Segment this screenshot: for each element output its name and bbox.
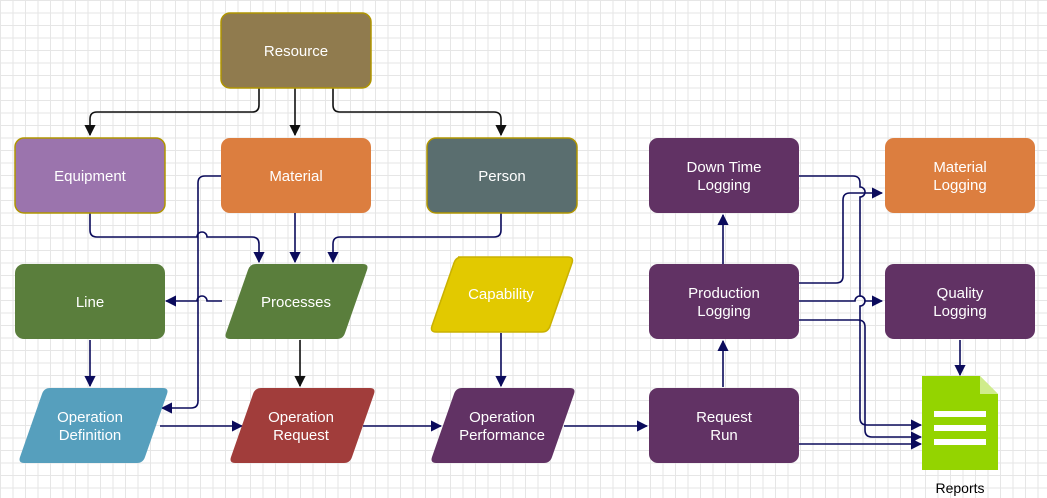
- production-logging-label-line2: Logging: [697, 303, 750, 320]
- down-time-logging-node[interactable]: Down Time Logging: [649, 138, 799, 213]
- equipment-node[interactable]: Equipment: [14, 137, 166, 214]
- operation-performance-label-line2: Performance: [459, 427, 545, 444]
- capability-node[interactable]: Capability: [430, 256, 574, 333]
- edge-production-logging-reports: [798, 319, 923, 443]
- edge-production-logging-quality-logging: [798, 295, 884, 307]
- processes-label: Processes: [261, 294, 331, 311]
- resource-node[interactable]: Resource: [220, 12, 372, 89]
- operation-request-label-line1: Operation: [268, 409, 334, 426]
- line-node[interactable]: Line: [15, 264, 165, 339]
- edge-equipment-processes: [89, 213, 265, 264]
- document-icon: [922, 376, 998, 470]
- edge-material-operation-definition: [160, 175, 222, 414]
- quality-logging-node[interactable]: Quality Logging: [885, 264, 1035, 339]
- operation-performance-node[interactable]: Operation Performance: [431, 388, 575, 463]
- processes-node[interactable]: Processes: [225, 264, 368, 339]
- operation-performance-label-line1: Operation: [469, 409, 535, 426]
- reports-label: Reports: [935, 480, 984, 496]
- capability-label: Capability: [468, 286, 534, 303]
- request-run-label-line2: Run: [710, 427, 738, 444]
- operation-definition-label-line2: Definition: [59, 427, 122, 444]
- down-time-logging-label-line1: Down Time: [686, 159, 761, 176]
- edge-production-logging-material-logging: [798, 187, 884, 284]
- edge-person-processes: [327, 213, 502, 264]
- operation-definition-label-line1: Operation: [57, 409, 123, 426]
- material-logging-label-line2: Logging: [933, 177, 986, 194]
- production-logging-label-line1: Production: [688, 285, 760, 302]
- down-time-logging-label-line2: Logging: [697, 177, 750, 194]
- operation-request-label-line2: Request: [273, 427, 330, 444]
- edge-down-time-logging-reports: [798, 175, 923, 431]
- edge-resource-person: [332, 88, 507, 137]
- quality-logging-label-line1: Quality: [937, 285, 984, 302]
- edge-processes-line: [164, 295, 222, 307]
- material-logging-label-line1: Material: [933, 159, 986, 176]
- person-label: Person: [478, 168, 526, 185]
- material-node[interactable]: Material: [221, 138, 371, 213]
- request-run-label-line1: Request: [696, 409, 753, 426]
- request-run-node[interactable]: Request Run: [649, 388, 799, 463]
- line-label: Line: [76, 294, 104, 311]
- material-label: Material: [269, 168, 322, 185]
- operation-request-node[interactable]: Operation Request: [230, 388, 375, 463]
- production-logging-node[interactable]: Production Logging: [649, 264, 799, 339]
- resource-label: Resource: [264, 43, 328, 60]
- material-logging-node[interactable]: Material Logging: [885, 138, 1035, 213]
- edge-resource-equipment: [84, 88, 260, 137]
- operation-definition-node[interactable]: Operation Definition: [19, 388, 168, 463]
- edges: [84, 88, 966, 450]
- equipment-label: Equipment: [54, 168, 127, 185]
- quality-logging-label-line2: Logging: [933, 303, 986, 320]
- person-node[interactable]: Person: [426, 137, 578, 214]
- reports-node[interactable]: Reports: [922, 376, 998, 496]
